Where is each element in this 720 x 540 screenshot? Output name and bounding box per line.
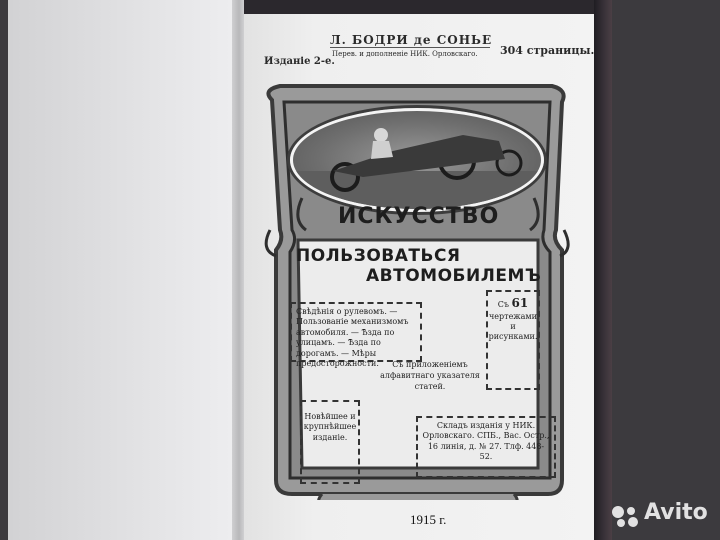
car-illustration xyxy=(290,108,544,212)
contents-text: Свѣдѣнія о рулевомъ. — Пользованіе механ… xyxy=(296,307,409,368)
avito-watermark: Avito xyxy=(644,500,708,525)
translator-line: Перев. и дополненіе НИК. Орловскаго. xyxy=(332,50,478,58)
author-name: Л. БОДРИ де СОНЬЕ xyxy=(330,33,493,47)
left-blank-page xyxy=(8,0,240,540)
page-count: 304 страницы. xyxy=(500,44,595,57)
avito-logo-icon xyxy=(612,506,638,527)
book-cover-edge xyxy=(594,0,612,540)
illustrations-box: Съ 61 чертежами и рисунками. xyxy=(486,290,540,390)
illustrations-count: 61 xyxy=(511,296,529,310)
edition-label: Изданіе 2-е. xyxy=(264,56,335,67)
contents-box: Свѣдѣнія о рулевомъ. — Пользованіе механ… xyxy=(290,302,422,368)
store-box: Складъ изданія у НИК. Орловскаго. СПБ., … xyxy=(416,416,556,478)
edition-box: Новѣйшее и крупнѣйшее изданіе. xyxy=(300,400,360,484)
publication-year: 1915 г. xyxy=(410,512,447,527)
header-rule xyxy=(330,47,490,48)
background-top xyxy=(244,0,594,14)
title-line-3: АВТОМОБИЛЕМЪ xyxy=(366,266,542,286)
edition-box-text: Новѣйшее и крупнѣйшее изданіе. xyxy=(303,412,357,442)
illustrations-prefix: Съ xyxy=(497,300,509,309)
illustrations-text: чертежами и рисунками. xyxy=(488,311,538,342)
store-text: Складъ изданія у НИК. Орловскаго. СПБ., … xyxy=(422,421,550,462)
appendix-note: Съ приложеніемъ алфавитнаго указателя ст… xyxy=(380,360,480,391)
book-spine xyxy=(232,0,246,540)
title-line-1: ИСКУССТВО xyxy=(338,204,500,229)
title-line-2: ПОЛЬЗОВАТЬСЯ xyxy=(296,246,461,266)
